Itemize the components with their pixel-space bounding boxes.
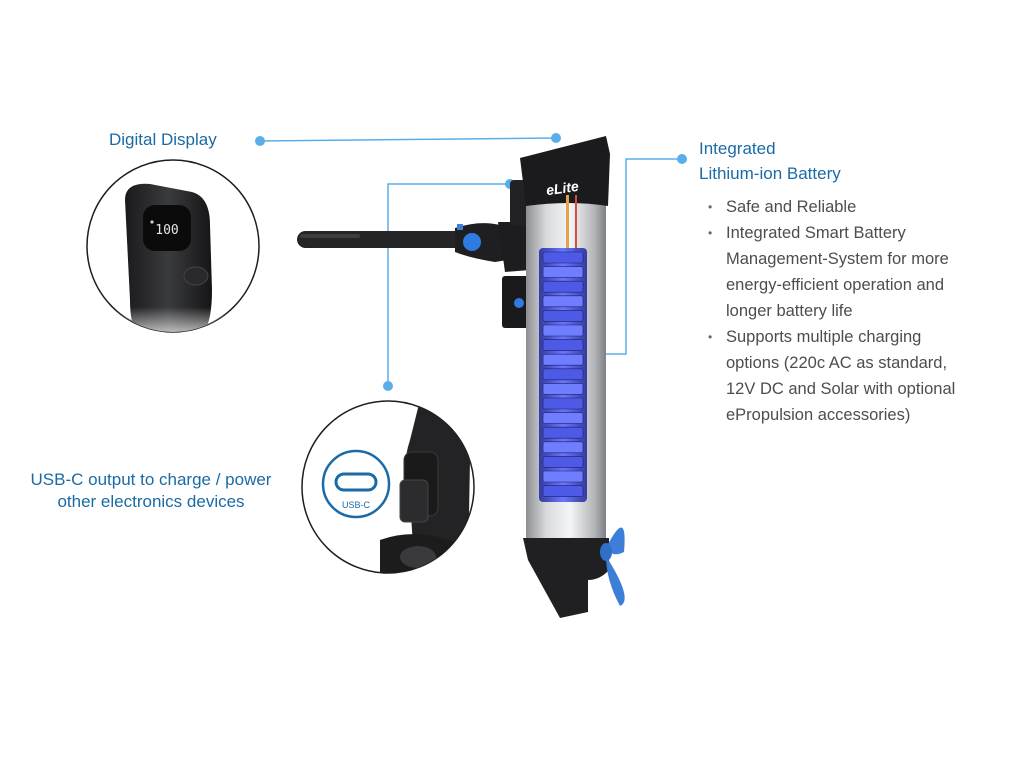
lower-unit bbox=[523, 538, 609, 618]
battery-cell bbox=[542, 266, 584, 278]
usb-c-text: USB-C bbox=[342, 500, 371, 510]
usb-label-line2: other electronics devices bbox=[57, 492, 245, 511]
battery-cell bbox=[542, 485, 584, 497]
battery-label-line1: Integrated bbox=[699, 139, 776, 158]
propeller-blade-bottom bbox=[606, 556, 625, 606]
battery-label-line2: Lithium-ion Battery bbox=[699, 164, 841, 183]
display-cap bbox=[520, 136, 610, 206]
battery-cell bbox=[542, 397, 584, 410]
battery-cell bbox=[542, 456, 584, 468]
display-connector-end-dot bbox=[551, 133, 561, 143]
usb-connector bbox=[387, 183, 510, 386]
usb-c-label: USB-C output to charge / power other ele… bbox=[6, 469, 296, 513]
battery-cell bbox=[542, 353, 584, 366]
battery-connector-dot bbox=[677, 154, 687, 164]
battery-label: Integrated Lithium-ion Battery bbox=[699, 136, 841, 186]
battery-cell bbox=[542, 324, 584, 337]
battery-cell bbox=[542, 310, 584, 322]
display-zoom-circle: 100 bbox=[86, 159, 260, 333]
usb-c-badge bbox=[321, 449, 391, 519]
battery-cell bbox=[542, 251, 584, 264]
usb-c-icon bbox=[334, 472, 378, 492]
digital-display-label: Digital Display bbox=[109, 130, 217, 149]
usb-label-line1: USB-C output to charge / power bbox=[30, 470, 272, 489]
feature-item: Safe and Reliable bbox=[706, 194, 976, 220]
display-connector-dot bbox=[255, 136, 265, 146]
display-screen bbox=[143, 205, 191, 251]
usb-zoom-circle: USB-C bbox=[301, 400, 475, 574]
battery-cell bbox=[542, 368, 584, 381]
battery-cell bbox=[542, 426, 584, 439]
battery-feature-list: Safe and Reliable Integrated Smart Batte… bbox=[706, 194, 976, 428]
outboard-motor: eLite bbox=[297, 136, 625, 618]
battery-cell bbox=[542, 441, 584, 454]
usb-connector-dot bbox=[383, 381, 393, 391]
battery-cell bbox=[542, 470, 584, 483]
battery-cell bbox=[542, 383, 584, 395]
feature-item: Integrated Smart Battery Management-Syst… bbox=[706, 220, 976, 324]
display-reading: 100 bbox=[155, 223, 178, 238]
display-connector bbox=[259, 137, 557, 142]
battery-cell bbox=[542, 280, 584, 293]
battery-cell bbox=[542, 295, 584, 308]
brand-logo: eLite bbox=[545, 178, 580, 198]
feature-item: Supports multiple charging options (220c… bbox=[706, 324, 976, 428]
battery-cell bbox=[542, 339, 584, 351]
connector-lines bbox=[255, 133, 687, 391]
usb-port-cover bbox=[399, 479, 429, 523]
tiller-button bbox=[463, 233, 481, 251]
battery-cell bbox=[542, 412, 584, 424]
battery-cells bbox=[542, 251, 584, 497]
tiller-handle bbox=[297, 231, 472, 248]
